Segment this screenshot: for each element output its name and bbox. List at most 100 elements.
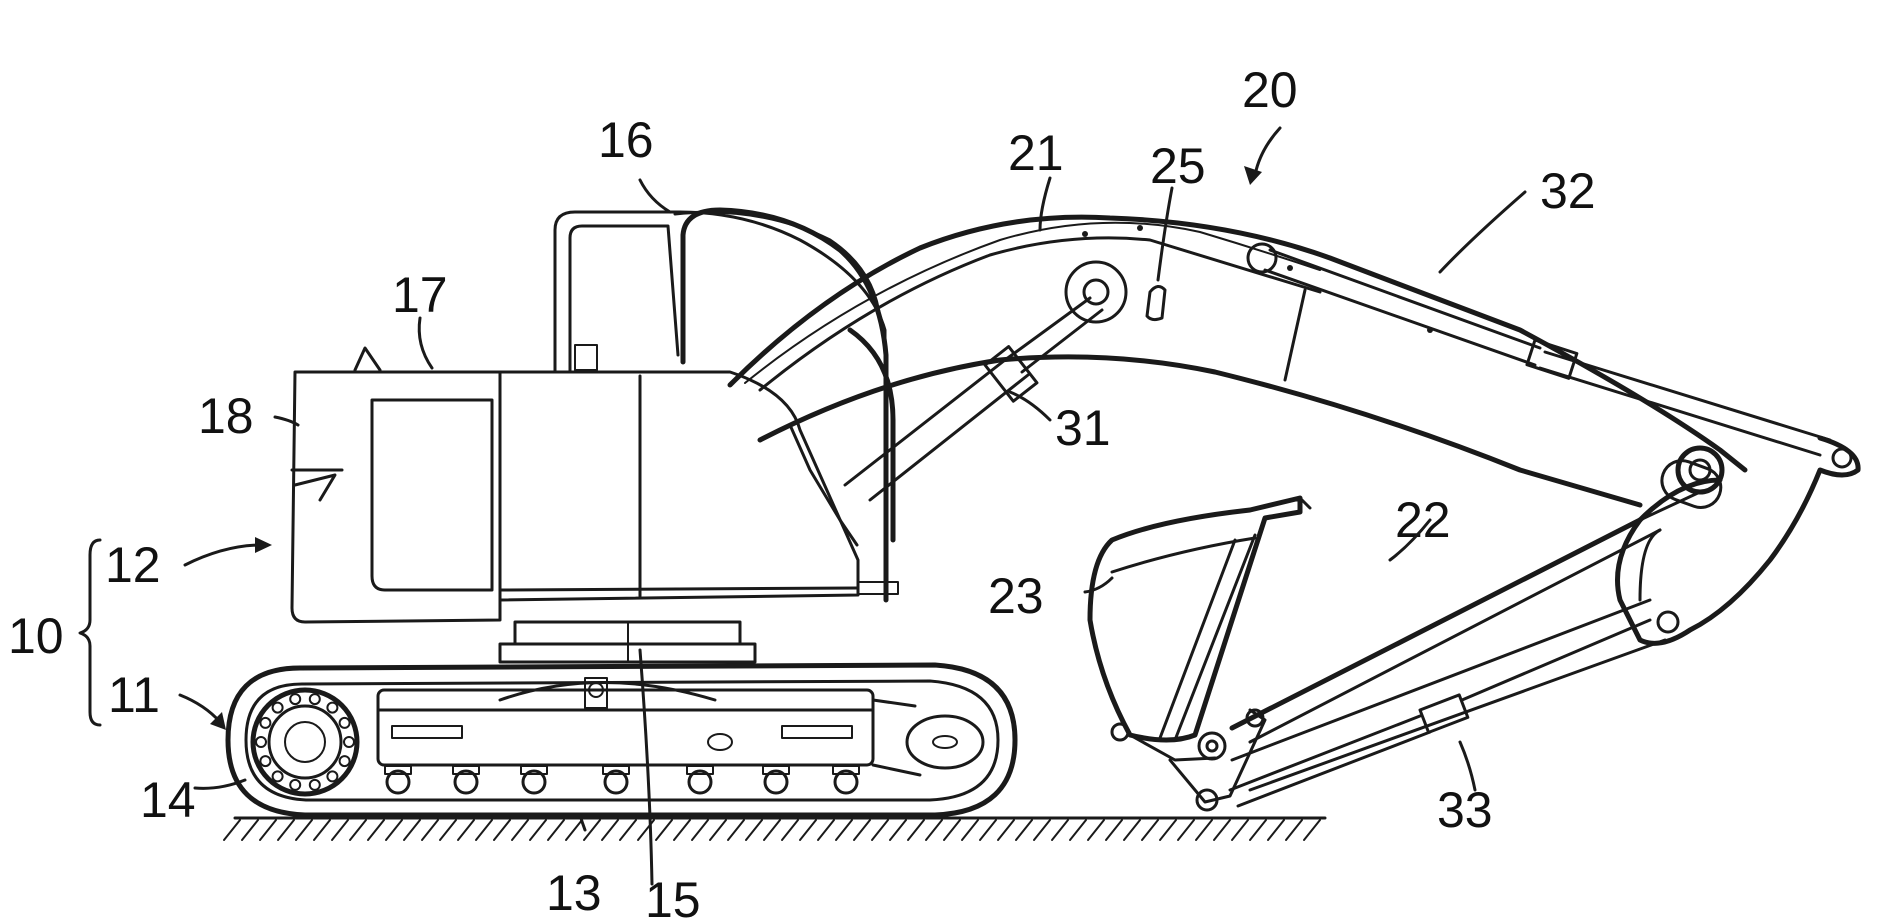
ground-hatch-line bbox=[728, 820, 744, 840]
sprocket-tooth bbox=[340, 718, 350, 728]
swivel-ring bbox=[500, 622, 755, 662]
sprocket-tooth bbox=[260, 718, 270, 728]
sprocket-tooth bbox=[256, 737, 266, 747]
ground-hatch-line bbox=[278, 820, 294, 840]
ground-hatch-line bbox=[332, 820, 348, 840]
ground-hatch-line bbox=[1250, 820, 1266, 840]
ground-hatch-line bbox=[530, 820, 546, 840]
ground-hatch-line bbox=[404, 820, 420, 840]
ground-hatch-line bbox=[476, 820, 492, 840]
ground-hatch-line bbox=[386, 820, 402, 840]
label-17: 17 bbox=[392, 267, 448, 323]
label-18: 18 bbox=[198, 388, 254, 444]
ground-hatch-line bbox=[1214, 820, 1230, 840]
ground-hatch-line bbox=[890, 820, 906, 840]
ground-hatch-line bbox=[314, 820, 330, 840]
ground-hatch-line bbox=[1268, 820, 1284, 840]
ground bbox=[224, 818, 1325, 840]
label-11: 11 bbox=[108, 667, 160, 723]
ground-hatch-line bbox=[1088, 820, 1104, 840]
ground-hatch-line bbox=[224, 820, 240, 840]
drive-sprocket bbox=[253, 690, 357, 794]
bucket bbox=[1090, 498, 1310, 810]
ground-hatch-line bbox=[296, 820, 312, 840]
ground-hatch-line bbox=[1196, 820, 1212, 840]
ground-hatch-line bbox=[656, 820, 672, 840]
sprocket-tooth bbox=[290, 694, 300, 704]
boom bbox=[730, 217, 1745, 505]
ground-hatch-line bbox=[242, 820, 258, 840]
ground-hatch-line bbox=[674, 820, 690, 840]
ground-hatch-line bbox=[854, 820, 870, 840]
ground-hatch-line bbox=[710, 820, 726, 840]
ground-hatch-line bbox=[692, 820, 708, 840]
track-rollers bbox=[385, 766, 859, 793]
label-12: 12 bbox=[105, 537, 161, 593]
ground-hatch-line bbox=[800, 820, 816, 840]
sprocket-tooth bbox=[344, 737, 354, 747]
ground-hatch-line bbox=[458, 820, 474, 840]
sprocket-tooth bbox=[273, 703, 283, 713]
ground-hatch-line bbox=[350, 820, 366, 840]
sprocket-tooth bbox=[340, 756, 350, 766]
label-16: 16 bbox=[598, 112, 654, 168]
sprocket-tooth bbox=[290, 780, 300, 790]
ground-hatch-line bbox=[260, 820, 276, 840]
ground-hatch-line bbox=[1178, 820, 1194, 840]
label-23: 23 bbox=[988, 568, 1044, 624]
arm-cylinder bbox=[1248, 244, 1830, 455]
ground-hatch-line bbox=[926, 820, 942, 840]
bucket-cylinder bbox=[1230, 620, 1650, 806]
ground-hatch-line bbox=[962, 820, 978, 840]
ground-hatch-line bbox=[818, 820, 834, 840]
ground-hatch-line bbox=[494, 820, 510, 840]
label-10: 10 bbox=[8, 608, 64, 664]
ground-hatch-line bbox=[1016, 820, 1032, 840]
crawler-track bbox=[228, 665, 1015, 815]
ground-hatch-line bbox=[998, 820, 1014, 840]
ground-hatch-line bbox=[746, 820, 762, 840]
sprocket-tooth bbox=[327, 771, 337, 781]
label-20: 20 bbox=[1242, 62, 1298, 118]
sprocket-tooth bbox=[310, 694, 320, 704]
label-13: 13 bbox=[546, 865, 602, 921]
label-21: 21 bbox=[1008, 125, 1064, 181]
ground-hatch-line bbox=[620, 820, 636, 840]
label-32: 32 bbox=[1540, 163, 1596, 219]
ground-hatch-line bbox=[872, 820, 888, 840]
ground-hatch-line bbox=[1034, 820, 1050, 840]
ground-hatch-line bbox=[1106, 820, 1122, 840]
ground-hatch-line bbox=[602, 820, 618, 840]
ground-hatch-line bbox=[566, 820, 582, 840]
ground-hatch-line bbox=[1286, 820, 1302, 840]
ground-hatch-line bbox=[422, 820, 438, 840]
sprocket-tooth bbox=[260, 756, 270, 766]
sprocket-tooth bbox=[327, 703, 337, 713]
label-31: 31 bbox=[1055, 400, 1111, 456]
ground-hatch-line bbox=[1232, 820, 1248, 840]
ground-hatch-line bbox=[1070, 820, 1086, 840]
label-14: 14 bbox=[140, 772, 196, 828]
ground-hatch-line bbox=[836, 820, 852, 840]
ground-hatch-line bbox=[980, 820, 996, 840]
sprocket-tooth bbox=[310, 780, 320, 790]
sprocket-tooth bbox=[273, 771, 283, 781]
ground-hatch-line bbox=[1304, 820, 1320, 840]
ground-hatch-line bbox=[548, 820, 564, 840]
ground-hatch-line bbox=[944, 820, 960, 840]
ground-hatch-line bbox=[764, 820, 780, 840]
label-25: 25 bbox=[1150, 138, 1206, 194]
ground-hatch-line bbox=[368, 820, 384, 840]
ground-hatch-line bbox=[1160, 820, 1176, 840]
label-22: 22 bbox=[1395, 492, 1451, 548]
arm bbox=[1232, 438, 1858, 790]
ground-hatch-line bbox=[440, 820, 456, 840]
ground-hatch-line bbox=[782, 820, 798, 840]
ground-hatch-line bbox=[1142, 820, 1158, 840]
ground-hatch-line bbox=[1124, 820, 1140, 840]
label-33: 33 bbox=[1437, 782, 1493, 838]
ground-hatch-line bbox=[1052, 820, 1068, 840]
ground-hatch-line bbox=[908, 820, 924, 840]
